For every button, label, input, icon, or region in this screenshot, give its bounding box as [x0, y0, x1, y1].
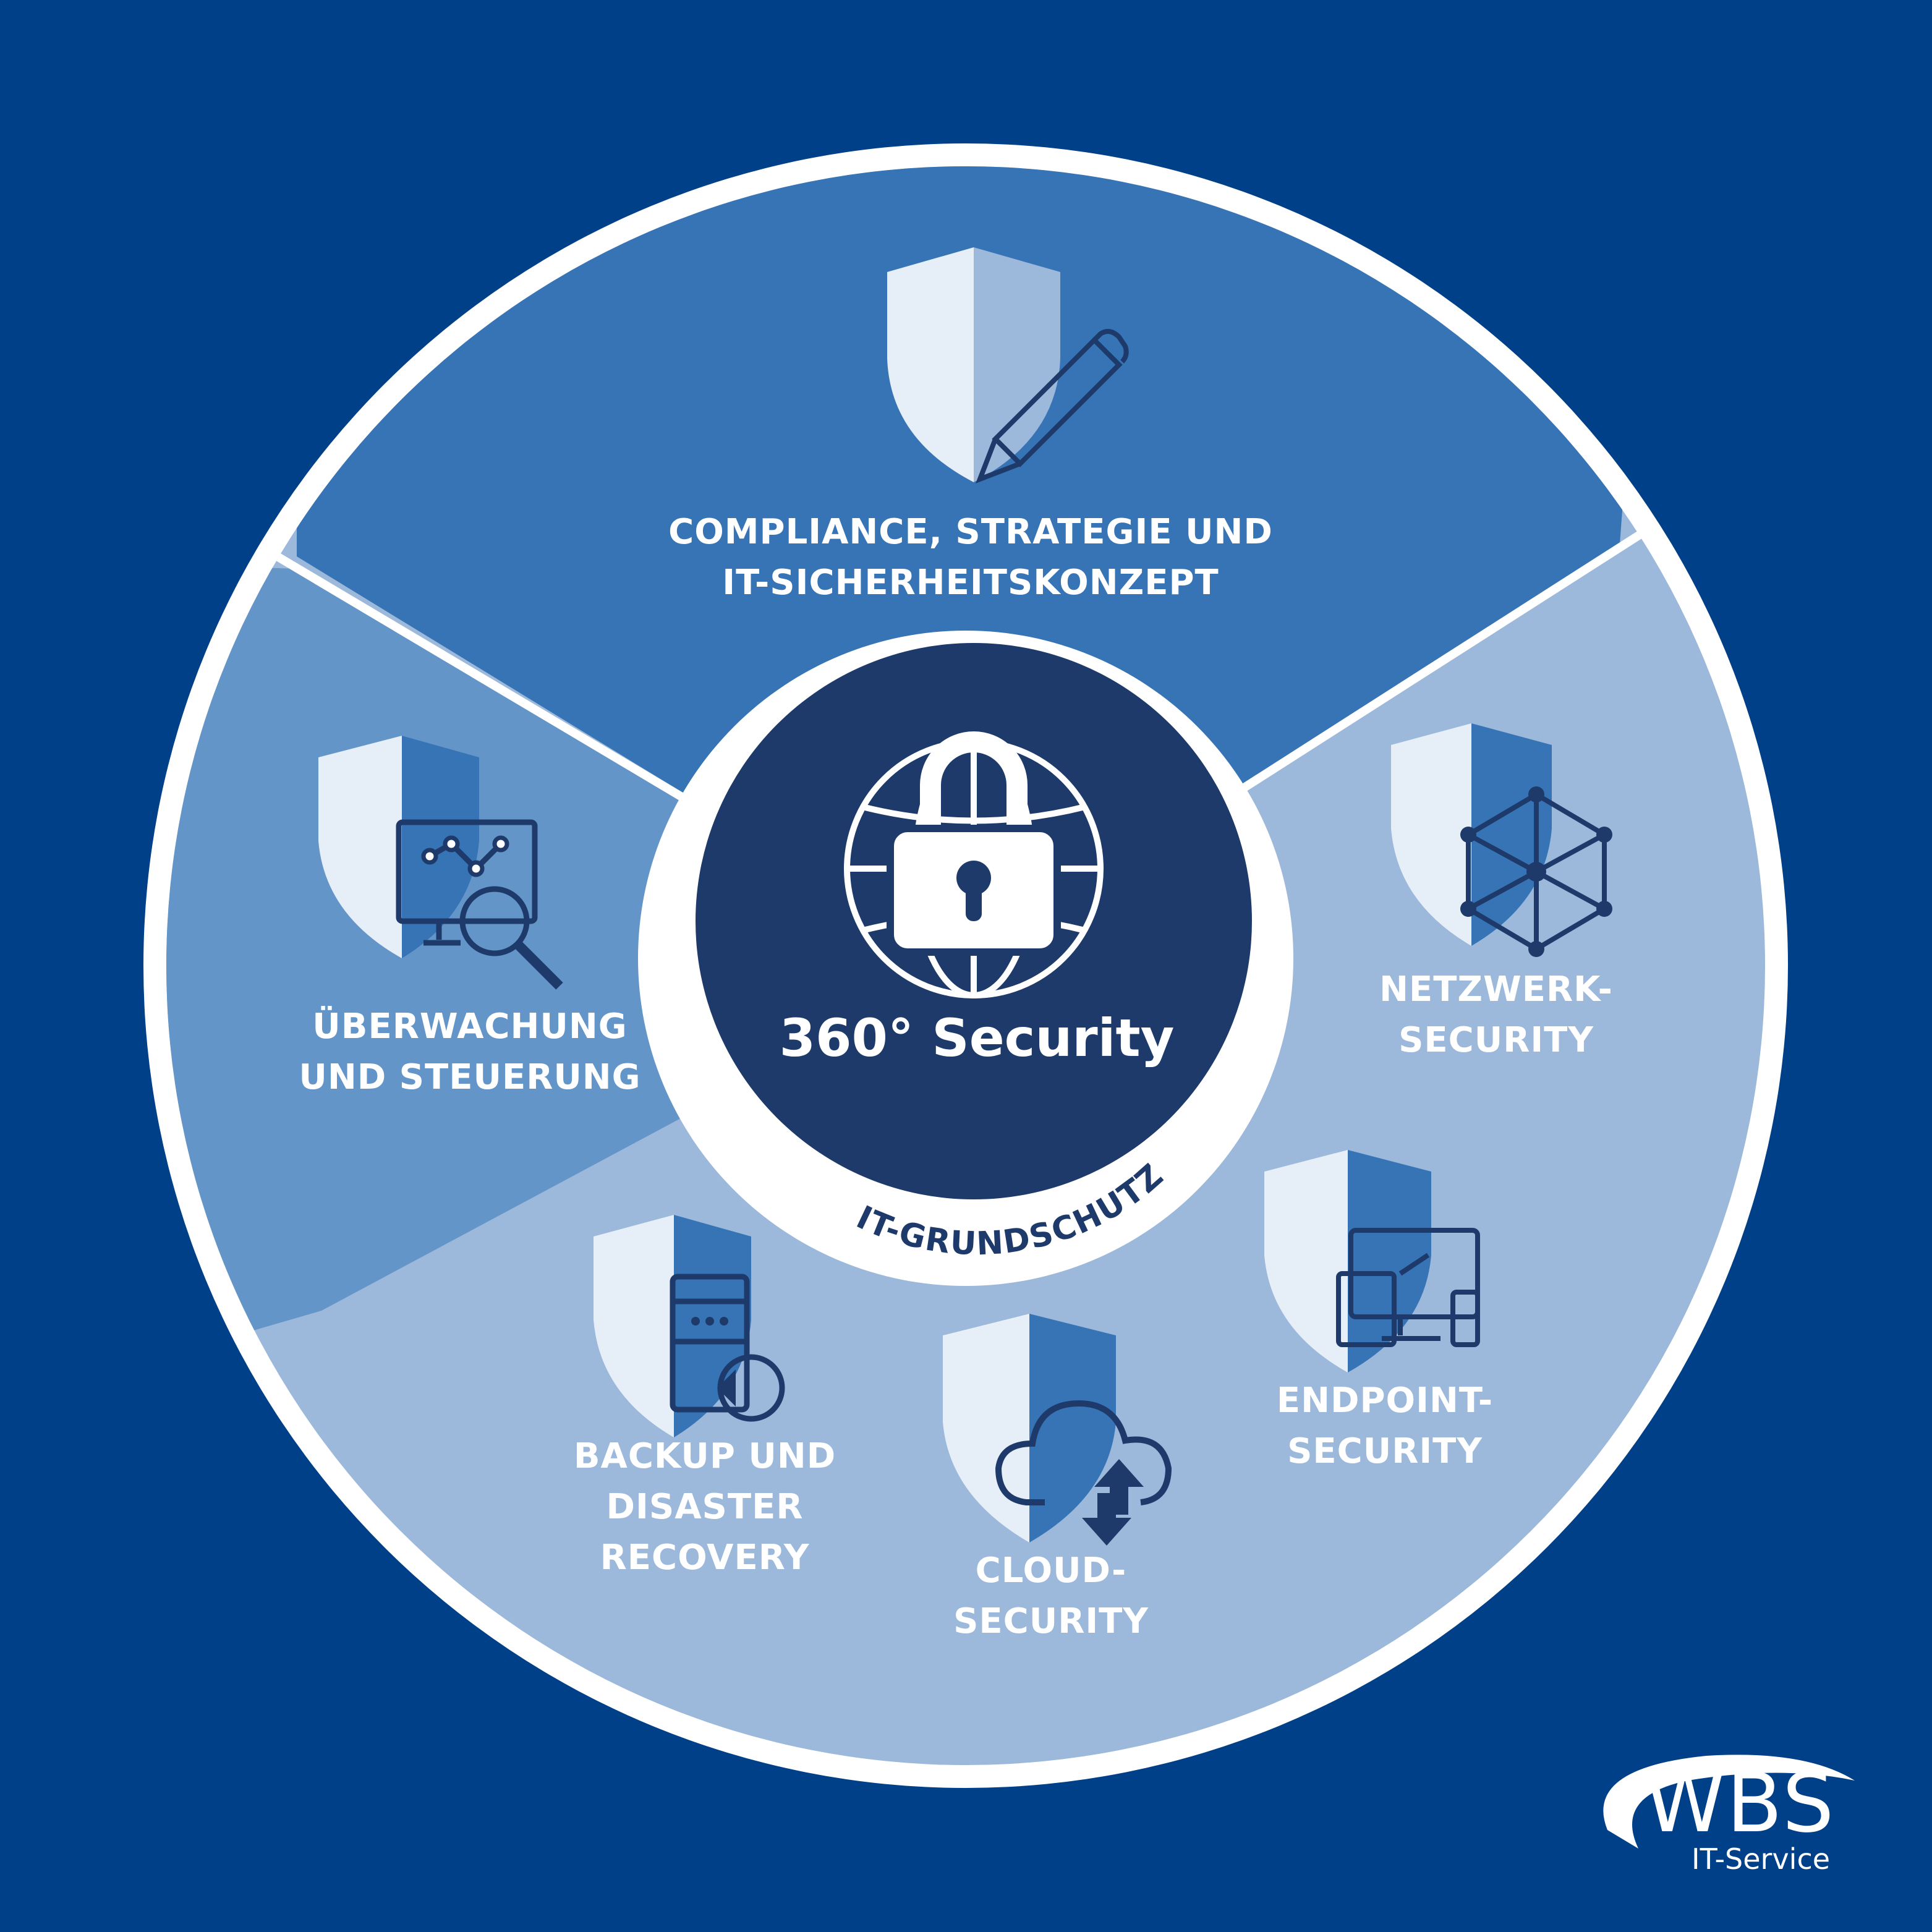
shield-server-icon: [594, 1215, 785, 1437]
shield-devices-icon: [1264, 1150, 1480, 1372]
shield-monitor-search-icon: [318, 736, 563, 990]
label-netzwerk: NETZWERK- SECURITY: [1379, 969, 1613, 1060]
logo-swoosh: [1603, 1755, 1855, 1849]
label-backup: BACKUP UND DISASTER RECOVERY: [573, 1436, 836, 1578]
logo-wordmark: WBS: [1645, 1756, 1836, 1851]
lock-globe-icon: [844, 731, 1104, 998]
shield-network-icon: [1391, 723, 1612, 957]
label-endpoint: ENDPOINT- SECURITY: [1276, 1381, 1494, 1471]
label-compliance: COMPLIANCE, STRATEGIE UND IT-SICHERHEITS…: [668, 512, 1273, 603]
logo-subtitle: IT-Service: [1692, 1842, 1831, 1876]
wbs-logo: WBS IT-Service: [1570, 1737, 1867, 1886]
label-cloud: CLOUD- SECURITY: [953, 1551, 1149, 1641]
shield-cloud-icon: [943, 1314, 1172, 1546]
label-ueberwachung: ÜBERWACHUNG UND STEUERUNG: [299, 1006, 641, 1097]
center-title: 360° Security: [779, 1008, 1175, 1068]
shield-pencil-icon: [887, 247, 1129, 483]
